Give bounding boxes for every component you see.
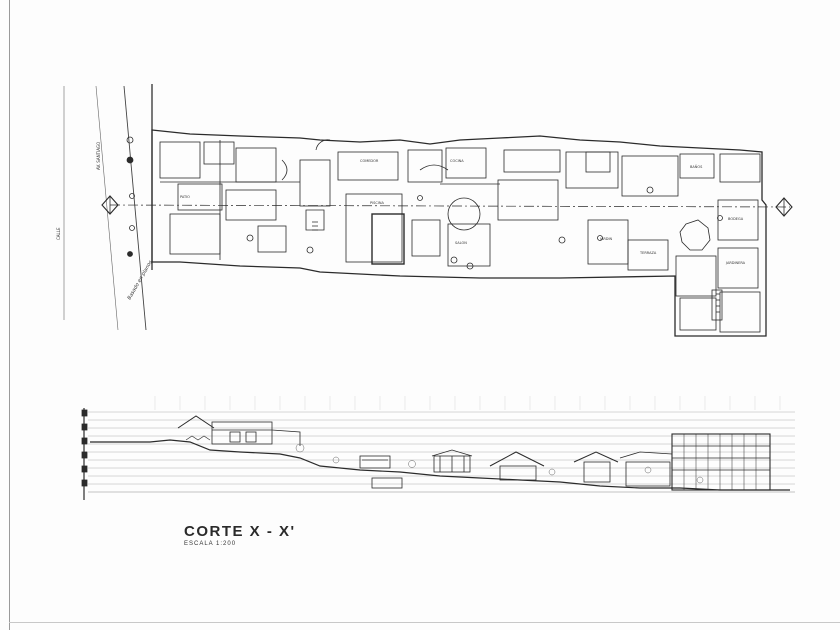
sheet-border-bottom (9, 622, 840, 623)
room-label-kitchen: COCINA (450, 159, 464, 163)
room-label-storage: BODEGA (728, 217, 744, 221)
room-label-pool: PISCINA (370, 201, 384, 205)
room-label-planter: JARDINERA (725, 261, 746, 265)
room-label-hall: SALON (455, 241, 467, 245)
plan-label-street: CALLE (56, 227, 61, 240)
site-plan (63, 84, 793, 337)
section-title-block: CORTE X - X' ESCALA 1:200 (184, 523, 296, 548)
room-label-patio: PATIO (180, 195, 190, 199)
plan-label-avenue: AV. SANTIAGO (96, 142, 101, 170)
room-label-terrace: TERRAZA (639, 251, 657, 255)
section-marker-right (775, 197, 793, 217)
room-label-garden: JARDIN (599, 237, 613, 241)
section-elevation (81, 396, 795, 500)
section-title: CORTE X - X' (184, 523, 296, 540)
room-label-dining: COMEDOR (360, 159, 379, 163)
section-scale: ESCALA 1:200 (184, 541, 237, 547)
room-label-baths: BAÑOS (690, 164, 703, 169)
sheet-border-left (9, 0, 10, 630)
section-marker-left (101, 195, 119, 215)
